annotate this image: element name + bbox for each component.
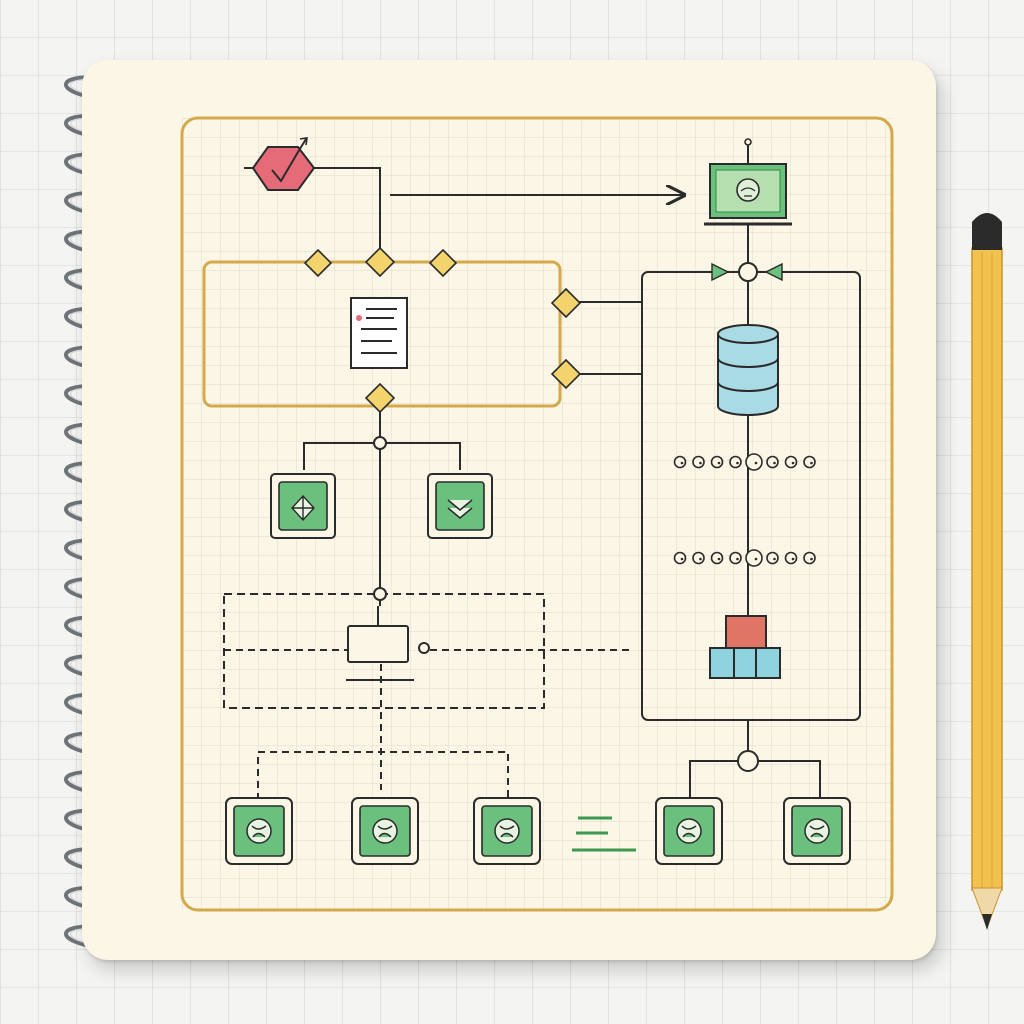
- footer-tiles: [225, 797, 851, 865]
- notebook-page: [82, 60, 936, 960]
- pencil-tip: [971, 887, 1003, 930]
- database[interactable]: [717, 324, 779, 416]
- junction-branch[interactable]: [373, 436, 387, 450]
- diamond-top-left[interactable]: [303, 248, 333, 278]
- check-icon: [271, 138, 307, 183]
- bead: [729, 455, 742, 469]
- bead-dot: [791, 461, 795, 465]
- junction-dashed-top[interactable]: [373, 587, 387, 601]
- bead-dot: [680, 461, 684, 465]
- monitor[interactable]: [704, 138, 792, 226]
- bead: [745, 549, 763, 567]
- bead-dot: [699, 557, 702, 561]
- bead-dot: [810, 461, 813, 465]
- pencil-body: [971, 247, 1003, 891]
- globe-icon: [372, 818, 398, 844]
- diamond-right-upper[interactable]: [550, 287, 582, 319]
- bead: [710, 551, 724, 565]
- diamond-top-right[interactable]: [428, 248, 458, 278]
- bead-dot: [680, 557, 684, 561]
- bead-dot: [810, 557, 813, 561]
- junctions: [373, 436, 759, 772]
- junction-storage-out[interactable]: [737, 750, 759, 772]
- monitor-icon: [736, 178, 760, 202]
- recycle-icon: [676, 818, 702, 844]
- input-arrow-right: [764, 262, 783, 282]
- bead-dot: [736, 461, 739, 465]
- dashed-branch: [257, 751, 509, 800]
- bead-dot: [773, 557, 776, 561]
- bead-dot: [754, 557, 758, 561]
- bead-rows: [673, 453, 816, 567]
- footer-tile[interactable]: [783, 797, 851, 865]
- chevron-down-icon: [447, 499, 473, 520]
- storage-inputs: [711, 262, 783, 282]
- junction-dashed-right[interactable]: [418, 642, 430, 654]
- bead: [745, 453, 763, 471]
- bead: [784, 455, 798, 469]
- document-node[interactable]: [350, 297, 408, 369]
- check-arrow-icon: [299, 137, 308, 146]
- connector-right-branch: [689, 760, 821, 800]
- module-box[interactable]: [347, 606, 409, 663]
- flow-diagram: [180, 116, 894, 912]
- legend-lines: [572, 816, 636, 852]
- dashed-connectors: [224, 649, 632, 800]
- bead-dot: [717, 461, 721, 465]
- storage-port[interactable]: [738, 262, 758, 282]
- bead: [784, 551, 798, 565]
- diamond-bottom-center[interactable]: [364, 382, 396, 414]
- footer-tile[interactable]: [473, 797, 541, 865]
- bead: [673, 551, 687, 565]
- bead-dot: [736, 557, 739, 561]
- pencil-lead: [982, 914, 992, 930]
- bead: [710, 455, 724, 469]
- bead: [692, 551, 705, 565]
- bead: [803, 455, 816, 469]
- bead-dot: [699, 461, 702, 465]
- bead: [803, 551, 816, 565]
- connector-start-down: [310, 167, 381, 250]
- footer-tile[interactable]: [655, 797, 723, 865]
- diamond-top-center[interactable]: [364, 246, 396, 278]
- bead: [766, 551, 779, 565]
- globe-icon: [494, 818, 520, 844]
- start-hexagon[interactable]: [244, 137, 316, 191]
- bead-dot: [754, 461, 758, 465]
- pencil-eraser: [972, 213, 1002, 250]
- compass-icon: [291, 494, 315, 522]
- bead: [766, 455, 779, 469]
- footer-tile[interactable]: [351, 797, 419, 865]
- leaf-icon: [804, 818, 830, 844]
- outer-frame: [180, 116, 894, 912]
- bead: [673, 455, 687, 469]
- footer-tile[interactable]: [225, 797, 293, 865]
- bead-dot: [717, 557, 721, 561]
- stacked-blocks[interactable]: [709, 615, 781, 679]
- tile-left[interactable]: [270, 473, 336, 539]
- bead-dot: [773, 461, 776, 465]
- input-arrow-left: [711, 262, 730, 282]
- bead: [692, 455, 705, 469]
- bead-dot: [791, 557, 795, 561]
- diamonds: [303, 246, 582, 414]
- diamond-right-lower[interactable]: [550, 358, 582, 390]
- tile-right[interactable]: [427, 473, 493, 539]
- bead: [729, 551, 742, 565]
- recycle-icon: [246, 818, 272, 844]
